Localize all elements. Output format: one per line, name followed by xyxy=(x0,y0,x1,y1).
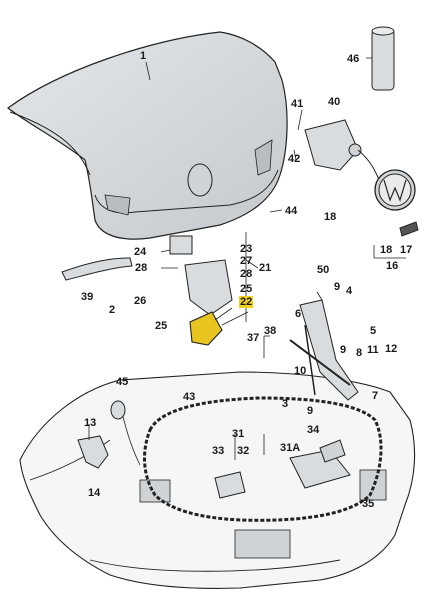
callout-18-upper: 18 xyxy=(324,211,337,223)
callout-23: 23 xyxy=(240,243,253,255)
callout-17: 17 xyxy=(400,244,413,256)
trunk-seal xyxy=(143,396,383,522)
callout-21: 21 xyxy=(259,262,272,274)
part-13-bracket xyxy=(77,435,109,469)
callout-13: 13 xyxy=(84,417,97,429)
part-22-latch xyxy=(189,311,223,346)
callout-42: 42 xyxy=(288,153,301,165)
callout-31: 31 xyxy=(232,428,245,440)
part-39-handle xyxy=(61,257,133,281)
callout-10: 10 xyxy=(294,365,307,377)
callout-26: 26 xyxy=(134,295,147,307)
callout-38: 38 xyxy=(264,325,277,337)
callout-41: 41 xyxy=(291,98,304,110)
part-45-buffer xyxy=(110,400,126,420)
callout-8: 8 xyxy=(356,347,363,359)
callout-25-left: 25 xyxy=(155,320,168,332)
leader-lines xyxy=(88,57,406,460)
callout-6: 6 xyxy=(295,308,302,320)
callout-34: 34 xyxy=(307,424,320,436)
trunk-lid xyxy=(7,31,288,240)
callout-37: 37 xyxy=(247,332,260,344)
part-40-lock xyxy=(304,119,381,183)
callout-16: 16 xyxy=(386,260,399,272)
part-21-assembly xyxy=(169,235,233,316)
callout-45: 45 xyxy=(116,376,129,388)
callout-9-middle: 9 xyxy=(340,344,347,356)
callout-39: 39 xyxy=(81,291,94,303)
key xyxy=(399,221,419,237)
callout-2: 2 xyxy=(109,304,116,316)
callout-11: 11 xyxy=(367,344,379,356)
callout-5: 5 xyxy=(370,325,377,337)
callout-28-right: 28 xyxy=(240,268,253,280)
callout-46: 46 xyxy=(347,53,360,65)
callout-40: 40 xyxy=(328,96,341,108)
callout-9-lower: 9 xyxy=(307,405,314,417)
callout-24-left: 24 xyxy=(134,246,147,258)
callout-32: 32 xyxy=(237,445,250,457)
callout-44: 44 xyxy=(285,205,298,217)
callout-31A: 31A xyxy=(280,442,301,454)
callout-43: 43 xyxy=(183,391,196,403)
callout-12: 12 xyxy=(385,343,398,355)
callout-22: 22 xyxy=(239,296,254,308)
callout-7: 7 xyxy=(372,390,379,402)
callout-4: 4 xyxy=(346,285,353,297)
callout-14: 14 xyxy=(88,487,101,499)
part-31-group xyxy=(214,439,351,499)
callout-28-left: 28 xyxy=(135,262,148,274)
vw-emblem xyxy=(374,169,416,211)
callout-1: 1 xyxy=(140,50,147,62)
callout-33: 33 xyxy=(212,445,225,457)
callout-9-upper: 9 xyxy=(334,281,341,293)
callout-35: 35 xyxy=(362,498,375,510)
callout-3: 3 xyxy=(282,398,289,410)
hinge-strut xyxy=(289,299,359,401)
part-46-can xyxy=(371,26,395,91)
callout-18-lower: 18 xyxy=(380,244,393,256)
callout-50: 50 xyxy=(317,264,330,276)
callout-27: 27 xyxy=(240,255,253,267)
callout-25-right: 25 xyxy=(240,283,253,295)
